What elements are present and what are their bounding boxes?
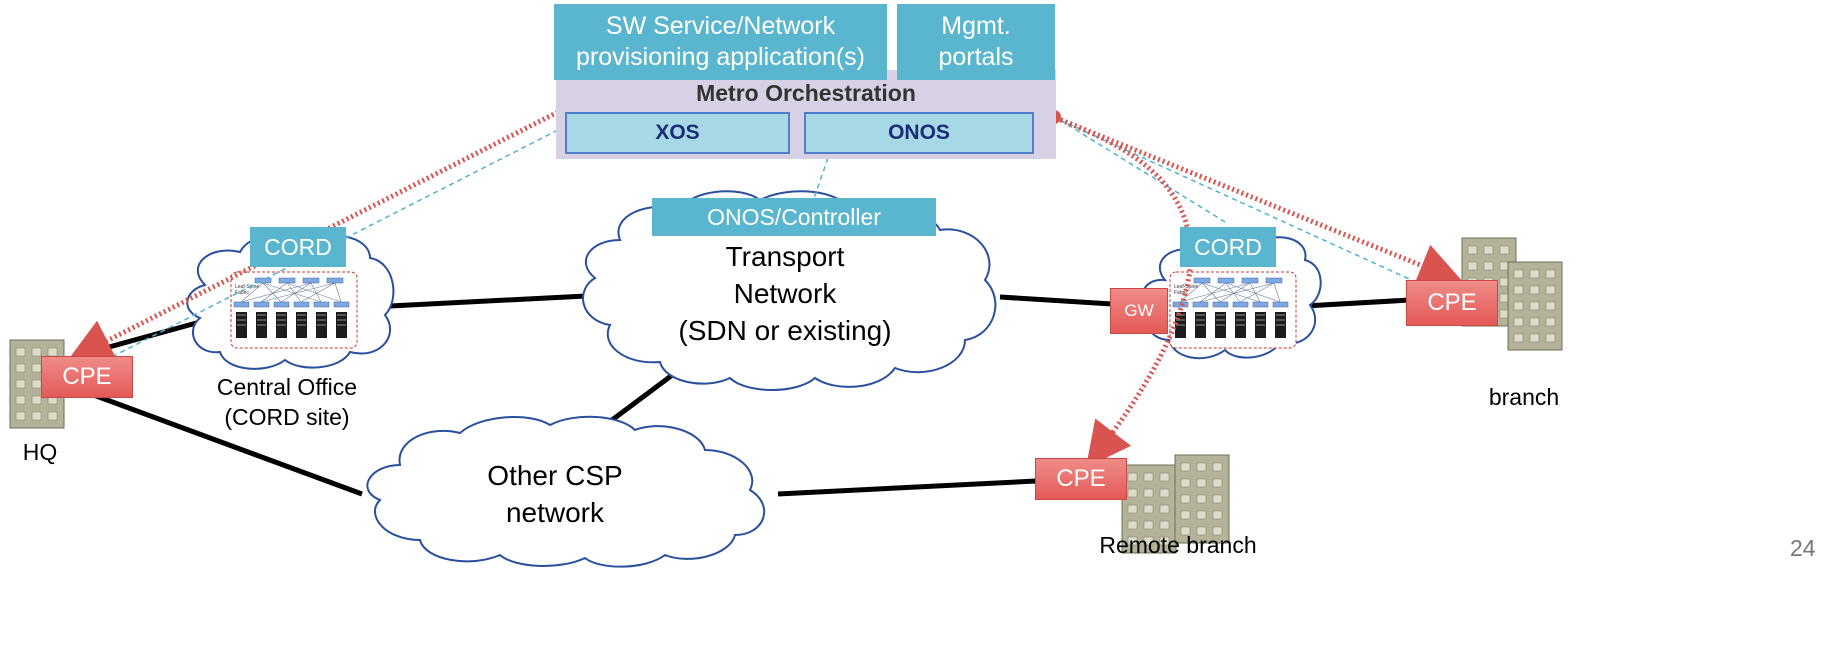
other-csp-cloud	[366, 415, 766, 568]
network-links	[79, 293, 1411, 497]
sw-app-line-2: provisioning application(s)	[575, 43, 866, 71]
transport-line-3: (SDN or existing)	[678, 315, 892, 346]
branch-cpe-box: CPE	[1406, 280, 1498, 326]
transport-line-2: Network	[733, 278, 837, 309]
transport-line-1: Transport	[725, 241, 845, 272]
hq-label: HQ	[22, 439, 58, 465]
hq-cpe-box: CPE	[41, 356, 133, 398]
right-cord-box: CORD	[1180, 227, 1276, 267]
branch-label: branch	[1488, 384, 1560, 410]
central-office-line-1: Central Office	[216, 374, 358, 400]
central-office-label: Central Office (CORD site)	[192, 372, 382, 432]
central-office-fabric	[231, 272, 357, 348]
mgmt-line-2: portals	[938, 43, 1014, 71]
onos-box: ONOS	[804, 112, 1034, 154]
xos-box: XOS	[565, 112, 790, 154]
transport-network-label: Transport Network (SDN or existing)	[660, 238, 910, 349]
remote-branch-cpe-box: CPE	[1035, 458, 1127, 500]
other-csp-line-2: network	[505, 497, 605, 528]
metro-orchestration-title: Metro Orchestration	[696, 80, 916, 106]
sw-app-line-1: SW Service/Network	[605, 12, 836, 40]
mgmt-line-1: Mgmt.	[941, 12, 1011, 40]
gw-box: GW	[1110, 288, 1168, 334]
onos-controller-box: ONOS/Controller	[652, 198, 936, 236]
sw-provisioning-app-box: SW Service/Network provisioning applicat…	[554, 4, 887, 80]
other-csp-line-1: Other CSP	[487, 460, 623, 491]
right-cord-fabric	[1170, 272, 1296, 348]
central-office-cord-box: CORD	[250, 227, 346, 267]
mgmt-portals-box: Mgmt. portals	[897, 4, 1055, 80]
central-office-line-2: (CORD site)	[224, 404, 350, 430]
other-csp-label: Other CSP network	[465, 457, 645, 531]
page-number: 24	[1790, 535, 1816, 561]
remote-branch-label: Remote branch	[1099, 532, 1257, 558]
transport-cloud	[582, 190, 997, 391]
